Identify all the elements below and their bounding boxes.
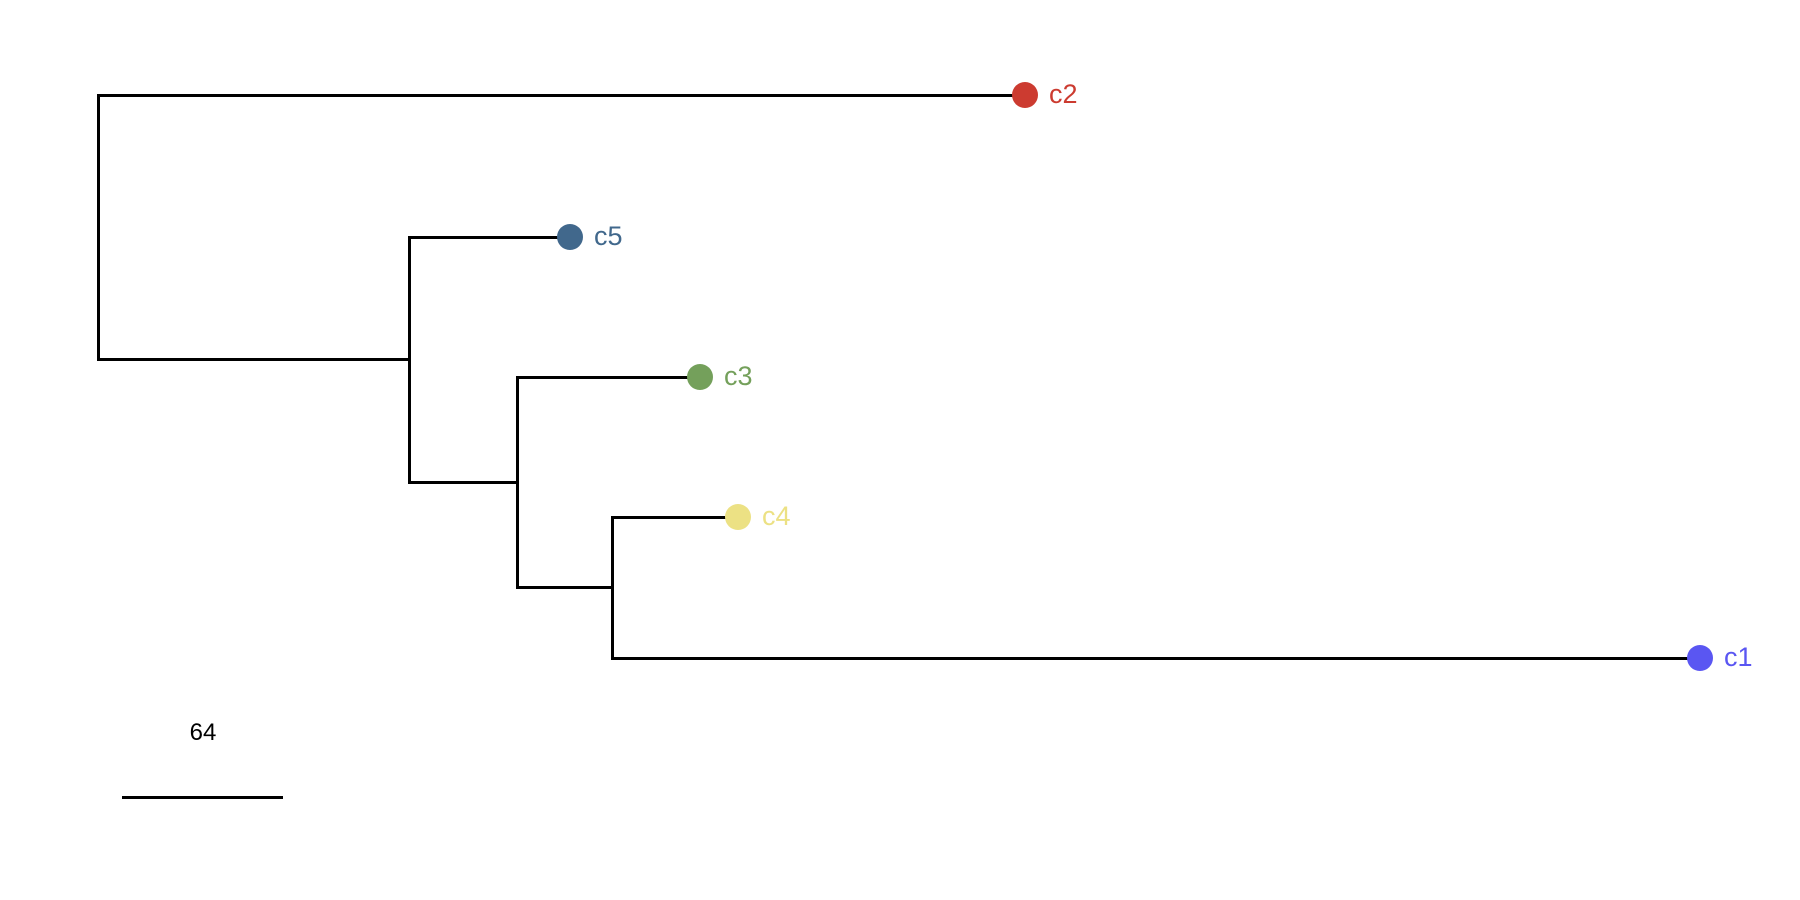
- branch-line: [96, 357, 411, 361]
- branch-line: [515, 375, 702, 379]
- tip-label-c4: c4: [762, 500, 791, 531]
- branch-line: [610, 515, 740, 519]
- branch-line: [96, 93, 1027, 97]
- branch-line: [515, 375, 519, 589]
- branch-line: [610, 656, 1702, 660]
- tip-label-c1: c1: [1724, 641, 1753, 672]
- scale-bar-line: [122, 795, 283, 799]
- tip-label-c3: c3: [724, 360, 753, 391]
- branch-line: [407, 480, 519, 484]
- branch-line: [515, 585, 614, 589]
- branch-line: [610, 515, 614, 660]
- tip-node-dot-c3: [687, 364, 713, 390]
- branch-line: [407, 235, 572, 239]
- tip-node-dot-c2: [1012, 82, 1038, 108]
- branch-line: [407, 235, 411, 484]
- tip-label-c5: c5: [594, 220, 623, 251]
- tip-node-dot-c4: [725, 504, 751, 530]
- branch-line: [96, 93, 100, 361]
- tip-node-dot-c5: [557, 224, 583, 250]
- tip-node-dot-c1: [1687, 645, 1713, 671]
- scale-bar-label: 64: [189, 719, 217, 746]
- tip-label-c2: c2: [1049, 78, 1078, 109]
